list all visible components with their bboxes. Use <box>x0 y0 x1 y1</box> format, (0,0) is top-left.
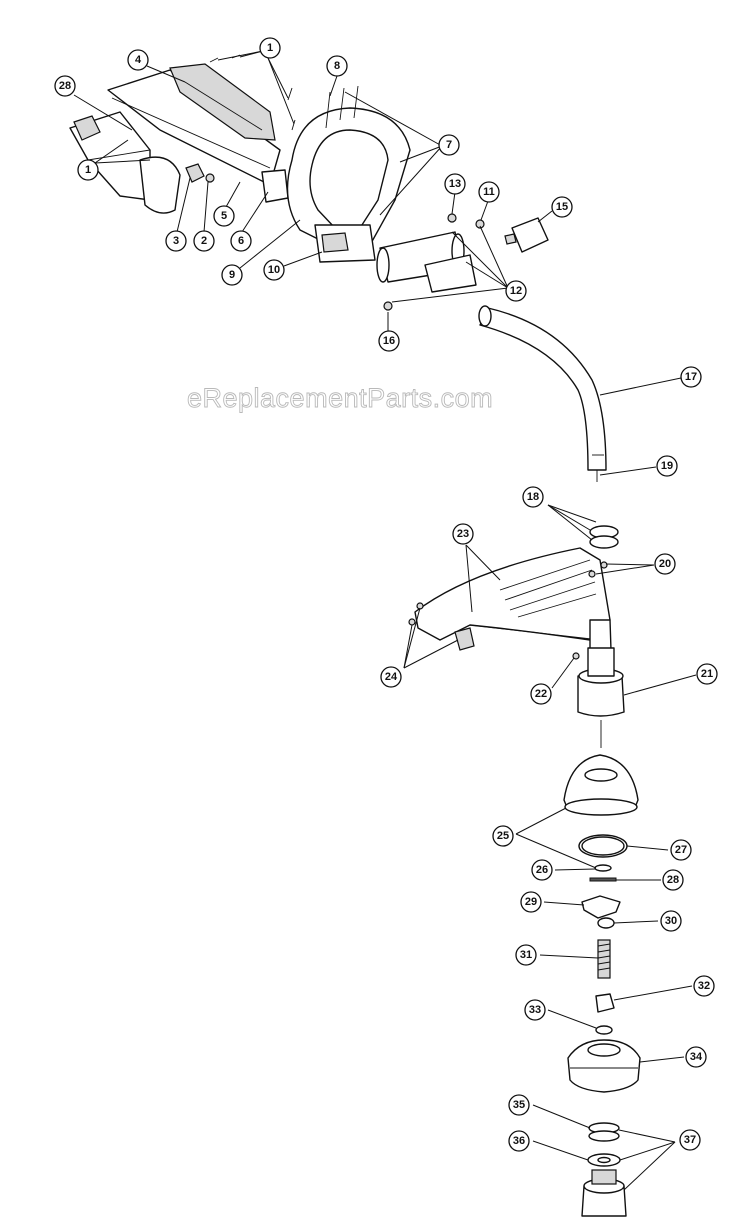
callout-1-left: 1 <box>77 159 99 181</box>
callout-17: 17 <box>680 366 702 388</box>
svg-text:10: 10 <box>268 264 280 276</box>
svg-text:2: 2 <box>201 235 207 247</box>
svg-text:30: 30 <box>665 915 677 927</box>
svg-text:11: 11 <box>483 186 495 198</box>
callout-11: 11 <box>478 181 500 203</box>
callout-23: 23 <box>452 523 474 545</box>
callout-16: 16 <box>378 330 400 352</box>
svg-text:36: 36 <box>513 1135 525 1147</box>
callout-2: 2 <box>193 230 215 252</box>
svg-text:19: 19 <box>661 460 673 472</box>
callout-36: 36 <box>508 1130 530 1152</box>
svg-text:12: 12 <box>510 285 522 297</box>
svg-text:28: 28 <box>667 874 679 886</box>
callout-12: 12 <box>505 280 527 302</box>
svg-text:29: 29 <box>525 896 537 908</box>
callout-29: 29 <box>520 891 542 913</box>
callout-28-left: 28 <box>54 75 76 97</box>
callout-19: 19 <box>656 455 678 477</box>
svg-text:13: 13 <box>449 178 461 190</box>
callout-25: 25 <box>492 825 514 847</box>
callout-34: 34 <box>685 1046 707 1068</box>
callout-6: 6 <box>230 230 252 252</box>
callout-32: 32 <box>693 975 715 997</box>
svg-text:25: 25 <box>497 830 509 842</box>
svg-text:37: 37 <box>684 1134 696 1146</box>
shaft-clamp-assembly <box>376 213 549 311</box>
guard-assembly <box>408 525 619 681</box>
callout-4: 4 <box>127 49 149 71</box>
callout-30: 30 <box>660 910 682 932</box>
callout-8: 8 <box>326 55 348 77</box>
callouts: 1 1 2 3 4 5 6 7 8 9 10 11 12 13 15 16 17… <box>54 37 718 1152</box>
callout-18: 18 <box>522 486 544 508</box>
callout-3: 3 <box>165 230 187 252</box>
callout-28-right: 28 <box>662 869 684 891</box>
svg-text:7: 7 <box>446 139 452 151</box>
callout-26: 26 <box>531 859 553 881</box>
callout-20: 20 <box>654 553 676 575</box>
callout-21: 21 <box>696 663 718 685</box>
callout-31: 31 <box>515 944 537 966</box>
svg-text:17: 17 <box>685 371 697 383</box>
svg-text:26: 26 <box>536 864 548 876</box>
svg-text:4: 4 <box>135 54 142 66</box>
svg-text:20: 20 <box>659 558 671 570</box>
callout-22: 22 <box>530 683 552 705</box>
watermark-text: eReplacementParts.com <box>187 383 493 413</box>
svg-text:28: 28 <box>59 80 71 92</box>
callout-24: 24 <box>380 666 402 688</box>
leader-lines <box>73 50 697 1191</box>
svg-text:5: 5 <box>221 210 227 222</box>
svg-text:1: 1 <box>85 164 91 176</box>
callout-33: 33 <box>524 999 546 1021</box>
callout-27: 27 <box>670 839 692 861</box>
trimmer-head-stack <box>563 754 641 1217</box>
svg-text:22: 22 <box>535 688 547 700</box>
callout-9: 9 <box>221 264 243 286</box>
svg-text:33: 33 <box>529 1004 541 1016</box>
svg-text:21: 21 <box>701 668 713 680</box>
callout-1-top: 1 <box>259 37 281 59</box>
svg-text:24: 24 <box>385 671 398 683</box>
svg-text:16: 16 <box>383 335 395 347</box>
svg-text:23: 23 <box>457 528 469 540</box>
callout-10: 10 <box>263 259 285 281</box>
svg-text:27: 27 <box>675 844 687 856</box>
svg-text:6: 6 <box>238 235 244 247</box>
handle-assembly <box>69 54 411 263</box>
gear-head <box>577 647 625 748</box>
svg-text:34: 34 <box>690 1051 703 1063</box>
callout-37: 37 <box>679 1129 701 1151</box>
callout-35: 35 <box>508 1094 530 1116</box>
svg-text:32: 32 <box>698 980 710 992</box>
svg-text:3: 3 <box>173 235 179 247</box>
svg-text:8: 8 <box>334 60 340 72</box>
callout-7: 7 <box>438 134 460 156</box>
svg-text:9: 9 <box>229 269 235 281</box>
callout-5: 5 <box>213 205 235 227</box>
svg-text:31: 31 <box>520 949 532 961</box>
callout-13: 13 <box>444 173 466 195</box>
svg-text:1: 1 <box>267 42 273 54</box>
svg-text:35: 35 <box>513 1099 525 1111</box>
drive-shaft <box>478 305 607 482</box>
svg-text:15: 15 <box>556 201 568 213</box>
svg-text:18: 18 <box>527 491 539 503</box>
callout-15: 15 <box>551 196 573 218</box>
